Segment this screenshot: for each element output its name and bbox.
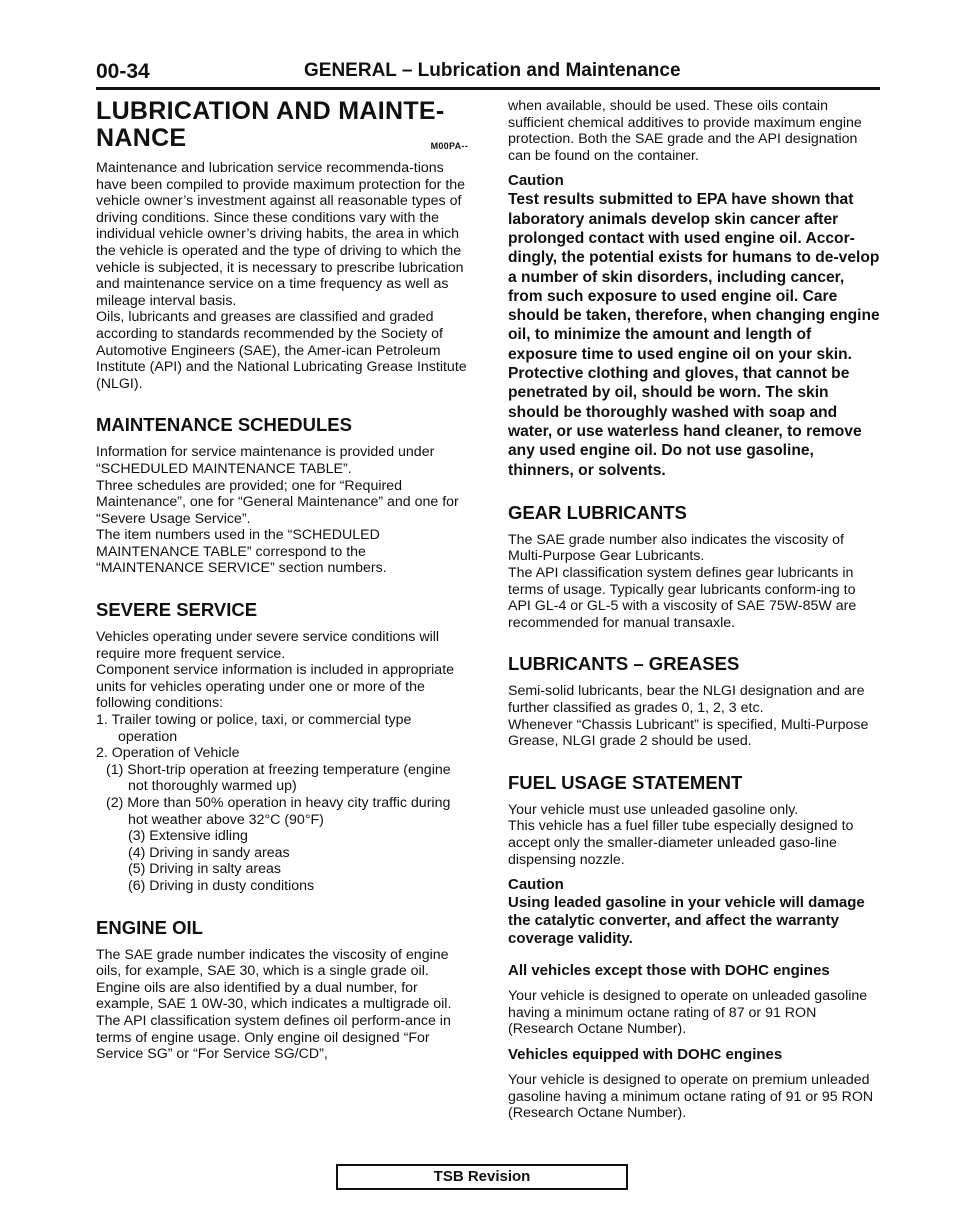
header-rule bbox=[96, 87, 880, 90]
severe-subitem-2: (2) More than 50% operation in heavy cit… bbox=[106, 795, 451, 828]
intro-paragraph-2: Oils, lubricants and greases are classif… bbox=[96, 309, 467, 392]
maintenance-schedules-heading: MAINTENANCE SCHEDULES bbox=[96, 414, 352, 436]
non-dohc-heading: All vehicles except those with DOHC engi… bbox=[508, 962, 830, 980]
page-header: 00-34 GENERAL – Lubrication and Maintena… bbox=[96, 60, 880, 86]
greases-heading: LUBRICANTS – GREASES bbox=[508, 653, 740, 675]
intro-paragraph-1: Maintenance and lubrication service reco… bbox=[96, 160, 466, 309]
non-dohc-paragraph: Your vehicle is designed to operate on u… bbox=[508, 988, 868, 1038]
caution-text-2: Using leaded gasoline in your vehicle wi… bbox=[508, 894, 865, 948]
caution-label-1: Caution bbox=[508, 172, 564, 190]
left-column: LUBRICATION AND MAINTE- NANCE M00PA-- Ma… bbox=[96, 98, 468, 1063]
fuel-usage-paragraph-1: Your vehicle must use unleaded gasoline … bbox=[508, 801, 799, 818]
severe-subitem-1: (1) Short-trip operation at freezing tem… bbox=[106, 761, 451, 795]
severe-service-paragraph-2: Component service information is include… bbox=[96, 662, 455, 712]
section-code: M00PA-- bbox=[430, 141, 468, 151]
caution-text-1: Test results submitted to EPA have shown… bbox=[508, 191, 880, 479]
main-title: LUBRICATION AND MAINTE- NANCE M00PA-- bbox=[96, 98, 468, 152]
main-title-line1: LUBRICATION AND MAINTE- bbox=[96, 97, 445, 125]
severe-condition-item-2: 2. Operation of Vehicle bbox=[96, 745, 240, 762]
severe-subitem-4: (4) Driving in sandy areas bbox=[128, 844, 290, 861]
right-column: when available, should be used. These oi… bbox=[508, 98, 880, 1122]
maintenance-schedules-paragraph-2: Three schedules are provided; one for “R… bbox=[96, 477, 459, 527]
maintenance-schedules-paragraph-3: The item numbers used in the “SCHEDULED … bbox=[96, 527, 387, 577]
maintenance-schedules-paragraph-1: Information for service maintenance is p… bbox=[96, 444, 435, 477]
fuel-usage-heading: FUEL USAGE STATEMENT bbox=[508, 771, 743, 793]
severe-condition-item-1: 1. Trailer towing or police, taxi, or co… bbox=[96, 712, 412, 745]
section-title: GENERAL – Lubrication and Maintenance bbox=[304, 60, 681, 81]
gear-lubricants-paragraph-2: The API classification system defines ge… bbox=[508, 565, 857, 631]
severe-subitem-3: (3) Extensive idling bbox=[128, 828, 248, 845]
engine-oil-paragraph-1: The SAE grade number indicates the visco… bbox=[96, 946, 452, 1013]
gear-lubricants-heading: GEAR LUBRICANTS bbox=[508, 501, 687, 523]
greases-paragraph-1: Semi-solid lubricants, bear the NLGI des… bbox=[508, 683, 865, 716]
dohc-heading: Vehicles equipped with DOHC engines bbox=[508, 1045, 783, 1063]
page-number: 00-34 bbox=[96, 60, 150, 83]
dohc-paragraph: Your vehicle is designed to operate on p… bbox=[508, 1071, 874, 1122]
greases-paragraph-2: Whenever “Chassis Lubricant” is specifie… bbox=[508, 716, 869, 750]
severe-service-paragraph-1: Vehicles operating under severe service … bbox=[96, 629, 440, 662]
gear-lubricants-paragraph-1: The SAE grade number also indicates the … bbox=[508, 531, 844, 565]
fuel-usage-paragraph-2: This vehicle has a fuel filler tube espe… bbox=[508, 818, 854, 868]
caution-label-2: Caution bbox=[508, 876, 564, 894]
engine-oil-paragraph-2: The API classification system defines oi… bbox=[96, 1012, 451, 1063]
main-title-line2: NANCE bbox=[96, 124, 187, 152]
severe-subitem-6: (6) Driving in dusty conditions bbox=[128, 877, 315, 894]
engine-oil-continued-paragraph: when available, should be used. These oi… bbox=[508, 98, 862, 164]
tsb-revision-box: TSB Revision bbox=[336, 1164, 628, 1190]
engine-oil-heading: ENGINE OIL bbox=[96, 916, 203, 938]
severe-service-heading: SEVERE SERVICE bbox=[96, 599, 258, 621]
severe-subitem-5: (5) Driving in salty areas bbox=[128, 861, 281, 878]
